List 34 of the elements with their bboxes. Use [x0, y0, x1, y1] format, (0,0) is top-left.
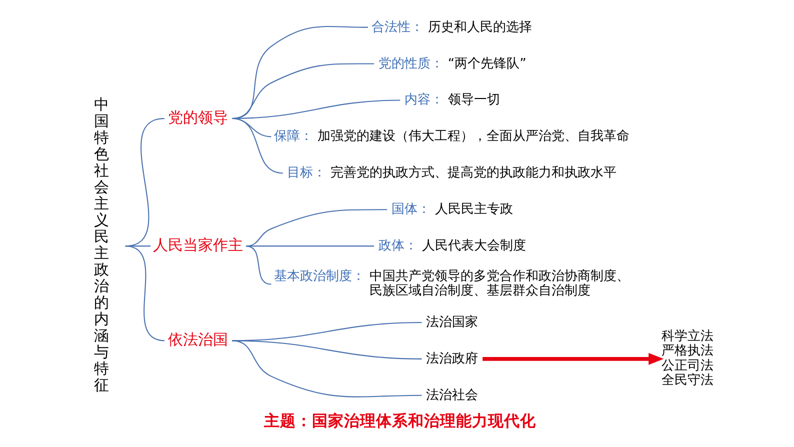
node-label: 领导一切 — [447, 92, 500, 108]
node-text: 中国特色社会主义民主政治的内涵与特征 — [94, 96, 109, 394]
node-text: 法治社会 — [426, 388, 478, 403]
node-text: 法治政府 — [426, 351, 478, 366]
node-text: 目标： — [286, 166, 326, 181]
node-text: 人民当家作主 — [152, 237, 243, 254]
node-text: 内容： — [404, 92, 443, 108]
node-text: 党的性质： — [378, 56, 443, 72]
connector — [124, 246, 164, 342]
node-text: 保障： — [274, 129, 313, 144]
caption: 主题：国家治理体系和治理能力现代化 — [264, 412, 536, 430]
connector — [232, 63, 374, 119]
node-text: 党的领导 — [167, 109, 228, 126]
node-label: 完善党的执政方式、提高党的执政能力和执政水平 — [330, 166, 616, 181]
node-text: 依法治国 — [167, 332, 228, 349]
connector — [232, 340, 422, 360]
arrow — [482, 352, 664, 365]
node-label: 中国共产党领导的多党合作和政治协商制度、民族区域自治制度、基层群众自治制度 — [369, 268, 630, 299]
node-text: 国体： — [390, 202, 430, 218]
node-label: 加强党的建设（伟大工程），全面从严治党、自我革命 — [317, 129, 630, 144]
connector — [246, 246, 374, 247]
connector — [232, 118, 282, 174]
connector — [245, 209, 387, 247]
node-text: 合法性： — [370, 20, 423, 35]
node-text: 政体： — [378, 238, 417, 254]
node-label: 人民民主专政 — [434, 202, 512, 218]
node-label: 人民代表大会制度 — [421, 238, 526, 254]
node-text: 基本政治制度： — [274, 268, 365, 284]
node-text: 科学立法 严格执法 公正司法 全民守法 — [660, 328, 713, 388]
connector — [245, 246, 271, 285]
node-text: 法治国家 — [426, 314, 478, 330]
connector — [232, 340, 422, 398]
node-label: 历史和人民的选择 — [427, 20, 532, 35]
node-label: “两个先锋队” — [447, 56, 526, 72]
